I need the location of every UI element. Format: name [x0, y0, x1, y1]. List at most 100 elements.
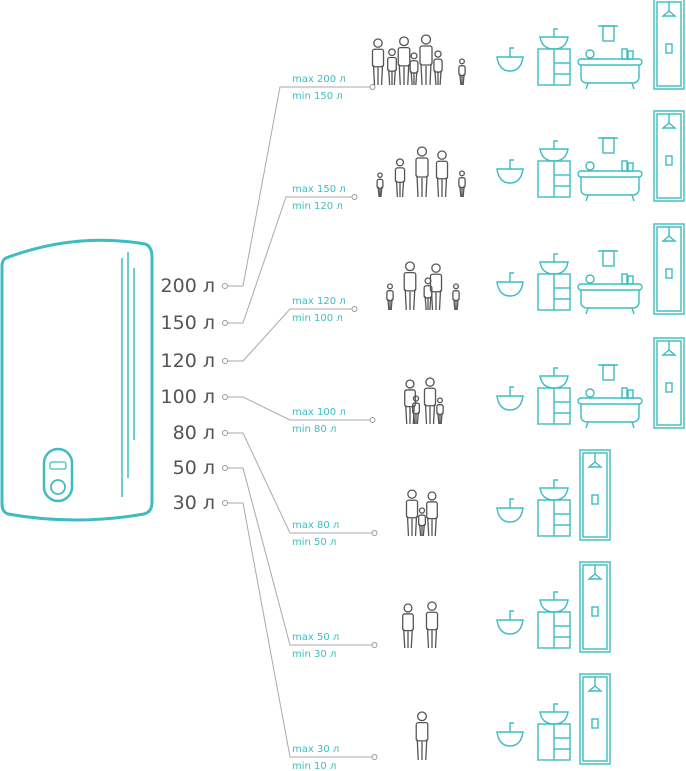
- person-icon: [394, 158, 406, 198]
- person-icon: [458, 58, 466, 86]
- capacity-row: max 120 л min 100 л: [292, 223, 685, 324]
- sink-icon: [496, 722, 524, 747]
- vanity-cabinet-icon: [537, 367, 571, 425]
- shower-cabin-icon: [579, 449, 611, 541]
- max-volume-label: max 150 л: [292, 184, 346, 195]
- max-volume-label: max 50 л: [292, 632, 339, 643]
- person-icon: [436, 397, 444, 425]
- connector-line: [228, 196, 352, 324]
- connector-end-dot: [351, 194, 358, 200]
- person-icon: [426, 491, 438, 537]
- connector-end-dot: [351, 306, 358, 312]
- family-group: [404, 377, 444, 425]
- person-icon: [423, 377, 437, 425]
- volume-label: 30 л: [173, 492, 215, 514]
- person-icon: [417, 507, 427, 537]
- person-icon: [415, 146, 429, 198]
- person-icon: [415, 711, 429, 761]
- bathtub-icon: [577, 364, 643, 429]
- thermostat-knob-icon: [50, 479, 66, 495]
- volume-label: 80 л: [173, 422, 215, 444]
- capacity-row: max 50 л min 30 л: [292, 561, 611, 660]
- family-group: [405, 489, 438, 537]
- person-icon: [402, 603, 414, 649]
- vanity-cabinet-icon: [537, 479, 571, 537]
- connector-end-dot: [369, 84, 376, 90]
- bathtub-icon: [577, 137, 643, 202]
- max-volume-label: max 80 л: [292, 520, 339, 531]
- person-icon: [419, 34, 433, 86]
- bathtub-icon: [577, 25, 643, 90]
- capacity-row: max 80 л min 50 л: [292, 449, 611, 548]
- connector-line: [228, 467, 372, 646]
- min-volume-label: min 80 л: [292, 424, 336, 435]
- sink-icon: [496, 610, 524, 635]
- sink-icon: [496, 47, 524, 72]
- person-icon: [397, 36, 411, 86]
- person-icon: [376, 172, 384, 198]
- sink-icon: [496, 386, 524, 411]
- sink-icon: [496, 159, 524, 184]
- bathtub-icon: [577, 250, 643, 315]
- volume-label: 150 л: [161, 312, 215, 334]
- person-icon: [411, 395, 421, 425]
- sink-icon: [496, 498, 524, 523]
- volume-label: 200 л: [161, 275, 215, 297]
- person-icon: [387, 48, 397, 86]
- shower-cabin-icon: [653, 223, 685, 315]
- person-icon: [405, 489, 419, 537]
- family-group: [415, 711, 429, 761]
- person-icon: [452, 283, 460, 311]
- volume-label: 100 л: [161, 386, 215, 408]
- connector-line: [228, 86, 370, 287]
- connector-dot: [222, 320, 228, 326]
- min-volume-label: min 30 л: [292, 649, 336, 660]
- max-volume-label: max 120 л: [292, 296, 346, 307]
- connector-end-dot: [371, 530, 378, 536]
- connector-line: [228, 502, 372, 758]
- connector-dot: [222, 283, 228, 289]
- person-icon: [371, 38, 385, 86]
- family-group: [386, 261, 460, 311]
- connector-dot: [222, 358, 228, 364]
- max-volume-label: max 30 л: [292, 744, 339, 755]
- volume-label: 120 л: [161, 350, 215, 372]
- connector-end-dot: [371, 754, 378, 760]
- family-group: [376, 146, 466, 198]
- capacity-row: max 150 л min 120 л: [292, 110, 685, 212]
- person-icon: [403, 261, 417, 311]
- min-volume-label: min 100 л: [292, 313, 343, 324]
- connector-end-dot: [369, 417, 376, 423]
- min-volume-label: min 120 л: [292, 201, 343, 212]
- shower-cabin-icon: [579, 673, 611, 765]
- shower-cabin-icon: [579, 561, 611, 653]
- max-volume-label: max 100 л: [292, 407, 346, 418]
- person-icon: [435, 150, 449, 198]
- connector-end-dot: [371, 642, 378, 648]
- min-volume-label: min 50 л: [292, 537, 336, 548]
- sink-icon: [496, 272, 524, 297]
- connector-line: [228, 396, 370, 421]
- vanity-cabinet-icon: [537, 703, 571, 761]
- person-icon: [409, 52, 419, 86]
- connector-dot: [222, 430, 228, 436]
- person-icon: [425, 601, 439, 649]
- family-group: [402, 601, 439, 649]
- person-icon: [386, 283, 394, 311]
- min-volume-label: min 150 л: [292, 91, 343, 102]
- vanity-cabinet-icon: [537, 28, 571, 86]
- connector-dot: [222, 394, 228, 400]
- shower-cabin-icon: [653, 110, 685, 202]
- vanity-cabinet-icon: [537, 591, 571, 649]
- connector-line: [228, 432, 372, 534]
- shower-cabin-icon: [653, 0, 685, 90]
- connector-dot: [222, 465, 228, 471]
- shower-cabin-icon: [653, 337, 685, 429]
- connector-line: [228, 308, 352, 362]
- vanity-cabinet-icon: [537, 253, 571, 311]
- family-group: [371, 34, 466, 86]
- person-icon: [433, 50, 443, 86]
